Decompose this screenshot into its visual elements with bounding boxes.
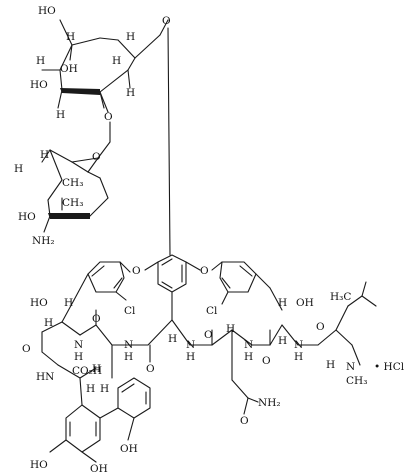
h-c2-label: H [126, 87, 135, 99]
o-glycosidic-top-label: O [162, 15, 171, 27]
right-chloroarene [185, 261, 283, 311]
ho-bottom-left-label: HO [30, 459, 48, 471]
o-left-carbonyl-label: O [22, 343, 31, 355]
cl-right-label: Cl [206, 305, 218, 317]
h-right-alpha-label: H [278, 335, 287, 347]
oh-bottom-mid-label: OH [90, 463, 108, 475]
oh-right-benzylic-label: OH [296, 297, 314, 309]
o-aryl-right-label: O [200, 265, 209, 277]
h-c5-label: H [126, 31, 135, 43]
nh2-vanc-label: NH₂ [32, 235, 55, 247]
h-c1-label: H [56, 109, 65, 121]
n-asn-label: N [244, 339, 253, 351]
hcl-label: • HCl [374, 361, 405, 373]
peptide-backbone [41, 281, 377, 415]
h-leu-label: H [226, 323, 235, 335]
cl-left-label: Cl [124, 305, 136, 317]
h-glyc-left-label: H [36, 55, 45, 67]
ch3-vanc-c6-label: CH₃ [62, 177, 83, 189]
h-bottom-alpha-label: H [86, 383, 95, 395]
h-c4-label: H [112, 55, 121, 67]
glucose-ring [41, 19, 169, 113]
h-left-alpha-label: H [92, 363, 101, 375]
ho-vanc-c4-label: HO [18, 211, 36, 223]
h-mid-n-label: H [186, 351, 195, 363]
o-asn-side-label: O [240, 415, 249, 427]
h-top-n-label: H [124, 351, 133, 363]
ho-c4-label: HO [30, 79, 48, 91]
o-asn-carbonyl-label: O [204, 329, 213, 341]
n-left-label: N [74, 339, 83, 351]
o-top-carbonyl-label: O [92, 313, 101, 325]
nh2-asn-label: NH₂ [258, 397, 281, 409]
h-right-n-label: H [294, 351, 303, 363]
h-asn-n-label: H [244, 351, 253, 363]
co2h-label: CO₂H [72, 365, 102, 377]
h-mid-alpha-label: H [168, 333, 177, 345]
ho-top-label: HO [38, 5, 56, 17]
h-top-alpha-label: H [44, 317, 53, 329]
h-left-benzylic-label: H [64, 297, 73, 309]
h-c6-label: H [66, 31, 75, 43]
ch3-vanc-c3-label: CH₃ [62, 197, 83, 209]
biaryl-rings [49, 377, 151, 463]
oh-c3-label: OH [60, 63, 78, 75]
o-vanc-ring-label: O [92, 151, 101, 163]
left-chloroarene [73, 261, 159, 301]
central-aromatic-ring [157, 254, 187, 321]
h-glyc-c3-label: H [14, 163, 23, 175]
ho-left-benzylic-label: HO [30, 297, 48, 309]
o-link-sugar-label: O [104, 111, 113, 123]
n-right-label: N [294, 339, 303, 351]
n-top-label: N [124, 339, 133, 351]
o-aryl-left-label: O [132, 265, 141, 277]
n-leu-amide-label: N [346, 361, 355, 373]
h-right-benzylic-label: H [278, 297, 287, 309]
o-leu-carbonyl-label: O [316, 321, 325, 333]
glycosidic-link [167, 27, 171, 256]
h3c-leu-label: H₃C [330, 291, 351, 303]
vancosamine-ring [41, 121, 111, 233]
h-left-n-label: H [74, 351, 83, 363]
hn-bottom-label: HN [36, 371, 54, 383]
o-right-carbonyl-label: O [262, 355, 271, 367]
o-mid-carbonyl-label: O [146, 363, 155, 375]
ch3-leu-n-label: CH₃ [346, 375, 367, 387]
h-leu-n-label: H [326, 359, 335, 371]
h-bottom-n-label: H [100, 383, 109, 395]
h-vanc-c5-label: H [40, 149, 49, 161]
oh-bottom-right-label: OH [120, 443, 138, 455]
n-mid-label: N [186, 339, 195, 351]
